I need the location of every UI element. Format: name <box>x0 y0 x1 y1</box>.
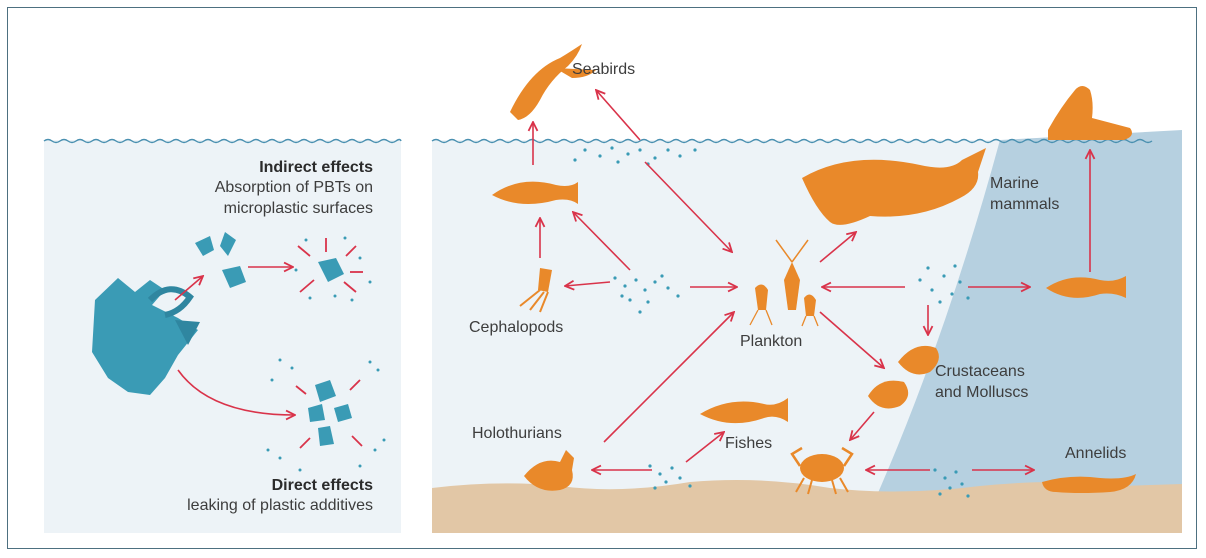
direct-effects-line1: leaking of plastic additives <box>100 496 373 516</box>
indirect-effects-line1: Absorption of PBTs on <box>120 178 373 198</box>
label-mammals: mammals <box>990 195 1059 215</box>
label-annelids: Annelids <box>1065 444 1126 464</box>
label-marine: Marine <box>990 174 1039 194</box>
label-and-molluscs: and Molluscs <box>935 383 1028 403</box>
label-fishes: Fishes <box>725 434 772 454</box>
label-holothurians: Holothurians <box>472 424 562 444</box>
label-crustaceans: Crustaceans <box>935 362 1025 382</box>
label-plankton: Plankton <box>740 332 802 352</box>
indirect-effects-line2: microplastic surfaces <box>120 199 373 219</box>
seal-icon <box>1048 86 1132 140</box>
indirect-effects-title: Indirect effects <box>150 158 373 178</box>
direct-effects-title: Direct effects <box>150 476 373 496</box>
label-cephalopods: Cephalopods <box>469 318 563 338</box>
seabird-icon <box>510 44 596 120</box>
label-seabirds: Seabirds <box>572 60 635 80</box>
